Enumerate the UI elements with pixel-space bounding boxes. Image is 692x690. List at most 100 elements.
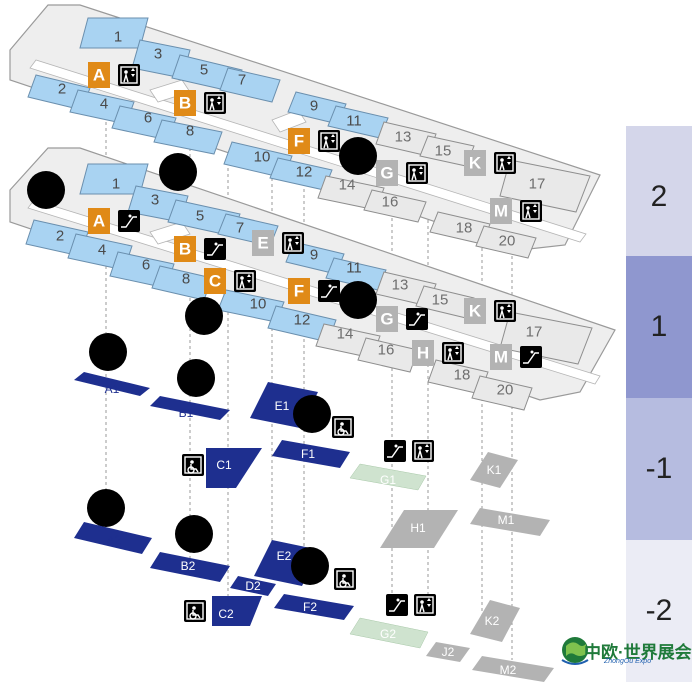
globe-icon: [561, 637, 589, 665]
level-2-plan: 1 3 2 4 5 7 6 8 9 11 10: [9, 4, 601, 259]
l1-hall-1-label: 1: [112, 176, 120, 193]
l2-hall-12-label: 12: [296, 164, 313, 181]
crowd-icon: [177, 359, 215, 397]
l1-hall-7-label: 7: [236, 220, 244, 237]
l2-gate-b[interactable]: B: [174, 90, 196, 116]
floor-minus2-tab[interactable]: -2: [626, 540, 692, 682]
l2-hall-13-label: 13: [395, 129, 412, 146]
l1-gate-c[interactable]: C: [204, 268, 226, 294]
expo-logo: 中欧·世界展会 ZhongOu Expo: [558, 628, 692, 674]
l1-gate-a[interactable]: A: [88, 208, 110, 234]
l2-hall-2-label: 2: [58, 81, 66, 98]
l1-gate-g[interactable]: G: [376, 306, 398, 332]
l1-gate-f[interactable]: F: [288, 278, 310, 304]
l2-hall-18-label: 18: [456, 220, 473, 237]
l2-gate-g[interactable]: G: [376, 160, 398, 186]
l1-hall-5-label: 5: [196, 208, 204, 225]
zone-c2[interactable]: [212, 596, 262, 626]
zone-a1[interactable]: [74, 372, 150, 396]
l1-gate-h[interactable]: H: [412, 340, 434, 366]
zone-g1[interactable]: [349, 463, 427, 491]
l2-hall-7[interactable]: [219, 67, 281, 103]
l2-gate-k[interactable]: K: [464, 150, 486, 176]
zone-m1[interactable]: [470, 508, 550, 536]
zone-b2[interactable]: [150, 552, 230, 582]
l1-hall-6-label: 6: [142, 257, 150, 274]
zone-m1-label: M1: [498, 513, 515, 527]
level1-grey-halls: 13 14 15 16 17 18 20: [315, 271, 593, 411]
svg-text:A: A: [93, 66, 105, 85]
elevator-icon: [183, 599, 207, 623]
zone-h1[interactable]: [380, 510, 458, 548]
svg-text:K: K: [469, 302, 482, 321]
l2-hall-4-label: 4: [100, 96, 108, 113]
elevator-icon: [203, 91, 227, 115]
crowd-icon: [27, 171, 65, 209]
zone-a2-label: A2: [107, 533, 122, 547]
floor-2-tab[interactable]: 2: [626, 126, 692, 268]
escalator-icon: [385, 593, 409, 617]
l1-gate-m[interactable]: M: [490, 344, 512, 370]
zone-a2[interactable]: [74, 522, 152, 554]
l2-gate-f[interactable]: F: [288, 128, 310, 154]
l2-gate-m[interactable]: M: [490, 198, 512, 224]
zone-k1[interactable]: [470, 452, 518, 488]
l1-hall-16[interactable]: [357, 337, 419, 373]
zone-e2-label: E2: [277, 549, 292, 563]
zone-g1-label: G1: [380, 473, 396, 487]
svg-text:E: E: [257, 234, 268, 253]
l2-hall-8-label: 8: [186, 123, 194, 140]
l2-hall-17-label: 17: [529, 176, 546, 193]
level2-grey-halls: 13 14 15 16 17 18 20: [317, 121, 591, 259]
zone-g2[interactable]: [349, 617, 429, 649]
elevator-icon: [233, 269, 257, 293]
l1-gate-k[interactable]: K: [464, 298, 486, 324]
elevator-icon: [411, 439, 435, 463]
zone-f2[interactable]: [274, 594, 354, 620]
l1-gate-e[interactable]: E: [252, 230, 274, 256]
crowd-icon: [293, 395, 331, 433]
zone-b2-label: B2: [181, 559, 196, 573]
crowd-icon: [185, 297, 223, 335]
floor-1-tab[interactable]: 1: [626, 256, 692, 398]
l2-hall-20-label: 20: [499, 233, 516, 250]
svg-text:B: B: [179, 94, 191, 113]
zone-d2[interactable]: [230, 576, 276, 596]
l1-hall-8-label: 8: [182, 271, 190, 288]
crowd-icon: [291, 547, 329, 585]
zone-k2-label: K2: [485, 614, 500, 628]
l2-hall-20[interactable]: [475, 225, 537, 259]
zone-e1-label: E1: [275, 399, 290, 413]
zone-m2[interactable]: [472, 656, 554, 682]
l2-hall-17[interactable]: [499, 159, 591, 213]
svg-text:M: M: [494, 202, 508, 221]
l1-gate-b[interactable]: B: [174, 236, 196, 262]
l1-hall-3-label: 3: [151, 192, 159, 209]
zone-j2[interactable]: [426, 642, 470, 662]
level2-blue-halls: 1 3 2 4 5 7 6 8 9 11 10: [27, 17, 389, 191]
zone-f1-label: F1: [301, 447, 315, 461]
escalator-icon: [203, 237, 227, 261]
elevator-icon: [413, 593, 437, 617]
floor-selector: 2 1 -1 -2: [626, 126, 692, 690]
elevator-icon: [117, 63, 141, 87]
escalator-icon: [405, 307, 429, 331]
l2-hall-10-label: 10: [254, 149, 271, 166]
l1-hall-20[interactable]: [471, 375, 533, 411]
l1-hall-15-label: 15: [432, 292, 449, 309]
zone-f1[interactable]: [272, 440, 350, 468]
zone-g2-label: G2: [380, 627, 396, 641]
logo-text: 中欧·世界展会: [584, 643, 692, 662]
l2-hall-16[interactable]: [363, 189, 427, 223]
zone-b1[interactable]: [150, 396, 230, 420]
floor-minus1-tab[interactable]: -1: [626, 398, 692, 540]
elevator-icon: [405, 161, 429, 185]
l2-hall-8[interactable]: [153, 119, 223, 155]
l2-gate-a[interactable]: A: [88, 62, 110, 88]
escalator-icon: [117, 209, 141, 233]
zone-k2[interactable]: [470, 600, 520, 642]
zone-c1[interactable]: [206, 448, 262, 488]
crowd-icon: [175, 515, 213, 553]
level-1-plan: 1 3 2 4 5 7 6 8 9 11 10: [9, 147, 616, 411]
